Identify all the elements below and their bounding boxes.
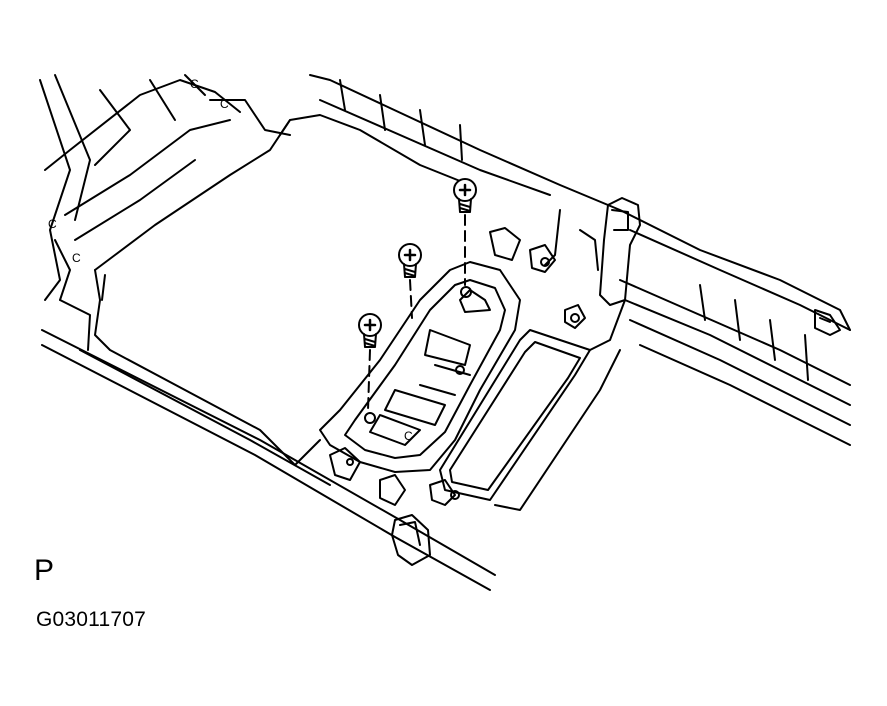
figure-id: G03011707 bbox=[36, 608, 147, 631]
part-mark-4: C bbox=[72, 251, 81, 265]
clips bbox=[329, 227, 586, 566]
console-tray bbox=[319, 261, 521, 473]
screw-3-icon bbox=[358, 313, 382, 348]
view-label: P bbox=[34, 554, 55, 587]
storage-well bbox=[94, 114, 471, 466]
screw-2-icon bbox=[398, 243, 422, 278]
part-mark-3: C bbox=[48, 217, 57, 231]
cup-tray bbox=[439, 299, 626, 511]
screw-holes bbox=[364, 286, 472, 424]
left-panel bbox=[44, 74, 291, 301]
part-mark-5: C bbox=[404, 429, 413, 443]
part-marks: C C C C C bbox=[48, 77, 413, 443]
screw-1-icon bbox=[453, 178, 477, 213]
right-post bbox=[544, 197, 641, 306]
upper-rail bbox=[309, 74, 851, 446]
outer-frame bbox=[39, 74, 496, 591]
part-mark-1: C bbox=[190, 77, 199, 91]
part-mark-2: C bbox=[220, 97, 229, 111]
screw-leader-lines bbox=[367, 214, 466, 411]
